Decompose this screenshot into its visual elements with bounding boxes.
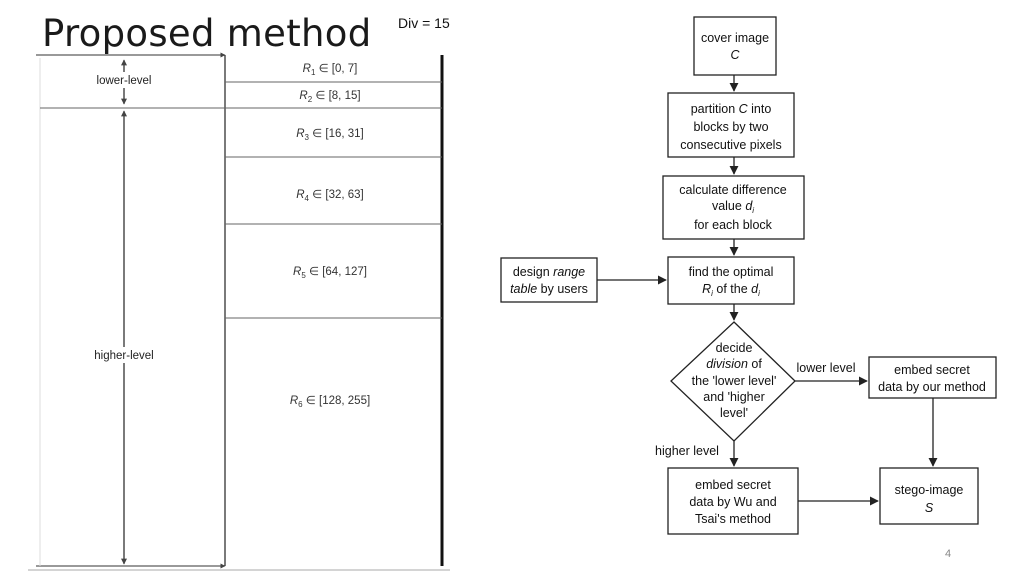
calc-line-3: for each block <box>694 218 773 232</box>
design-range-table-box <box>500 257 598 303</box>
lower-level-label: lower-level <box>97 75 152 87</box>
range-r5: R5 ∈ [64, 127] <box>293 266 367 280</box>
embed-ours-line-2: data by our method <box>878 380 986 394</box>
calc-line-1: calculate difference <box>679 183 787 197</box>
find-line-2: Ri of the di <box>702 282 760 298</box>
embed-wu-line-2: data by Wu and <box>689 495 776 509</box>
range-table: lower-level higher-level R1 ∈ [0, 7] R2 … <box>28 52 450 571</box>
range-r6: R6 ∈ [128, 255] <box>290 395 370 409</box>
find-optimal-box <box>667 256 795 305</box>
partition-line-1: partition C into <box>691 102 772 116</box>
calc-line-2: value di <box>712 199 754 215</box>
higher-level-label: higher-level <box>94 350 153 362</box>
flowchart <box>500 16 997 535</box>
partition-line-3: consecutive pixels <box>680 138 781 152</box>
cover-image-symbol: C <box>730 48 740 62</box>
cover-image-box <box>693 16 777 76</box>
embed-wu-line-1: embed secret <box>695 478 771 492</box>
flowchart-labels: cover image C partition C into blocks by… <box>510 31 986 526</box>
page-number: 4 <box>945 548 952 560</box>
slide-title: Proposed method <box>42 12 372 55</box>
design-line-2: table by users <box>510 282 588 296</box>
edge-label-lower-level: lower level <box>796 361 855 375</box>
find-line-1: find the optimal <box>689 265 774 279</box>
decide-line-5: level' <box>720 406 748 420</box>
design-line-1: design range <box>513 265 585 279</box>
stego-line-1: stego-image <box>895 483 964 497</box>
decide-line-2: division of <box>706 357 762 371</box>
range-r1: R1 ∈ [0, 7] <box>303 63 358 77</box>
embed-our-method-box <box>868 356 997 399</box>
calculate-box <box>662 175 805 240</box>
cover-image-label: cover image <box>701 31 769 45</box>
embed-ours-line-1: embed secret <box>894 363 970 377</box>
decide-line-4: and 'higher <box>703 390 764 404</box>
range-r2: R2 ∈ [8, 15] <box>299 90 360 104</box>
embed-wu-tsai-box <box>667 467 799 535</box>
partition-box <box>667 92 795 158</box>
div-label: Div = 15 <box>398 15 450 31</box>
range-r3: R3 ∈ [16, 31] <box>296 128 364 142</box>
edge-label-higher-level: higher level <box>655 444 719 458</box>
partition-line-2: blocks by two <box>693 120 768 134</box>
decide-line-3: the 'lower level' <box>692 374 777 388</box>
stego-image-box <box>879 467 979 525</box>
stego-line-2: S <box>925 501 934 515</box>
range-r4: R4 ∈ [32, 63] <box>296 189 364 203</box>
decide-line-1: decide <box>716 341 753 355</box>
embed-wu-line-3: Tsai's method <box>695 512 771 526</box>
